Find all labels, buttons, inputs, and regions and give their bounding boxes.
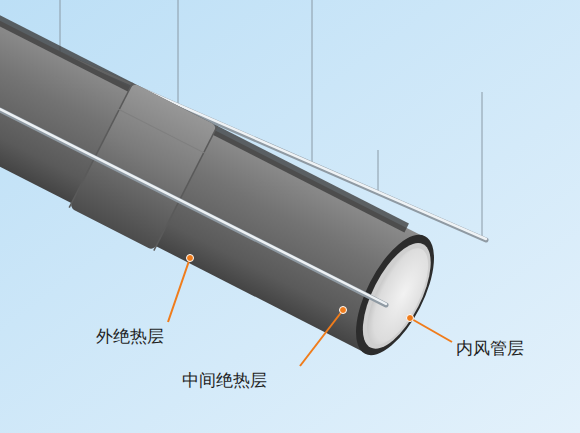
part-label: 中间绝热层	[182, 370, 267, 390]
part-label: 内风管层	[456, 338, 524, 358]
leader-dot	[187, 255, 414, 322]
duct	[0, 0, 452, 370]
part-label: 外绝热层	[96, 326, 164, 346]
leader-line	[168, 258, 452, 366]
support-rod	[0, 109, 386, 305]
